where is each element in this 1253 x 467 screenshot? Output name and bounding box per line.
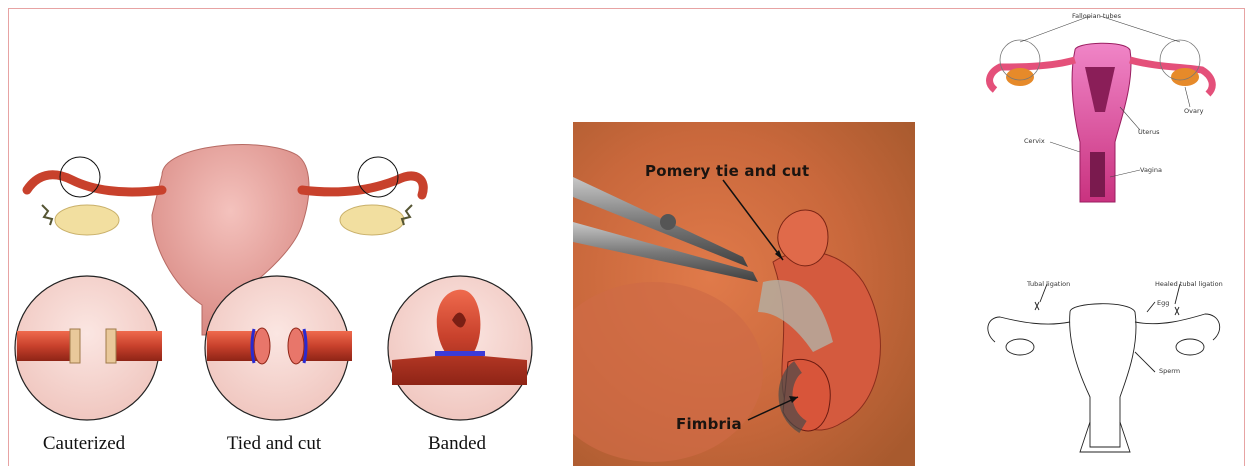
- label-fallopian-tubes: Fallopian tubes: [1072, 12, 1121, 20]
- tubal-ligation-line-diagram: Tubal ligation Healed tubal ligation Egg…: [975, 272, 1245, 462]
- tied-and-cut-detail: [205, 276, 352, 420]
- label-ovary: Ovary: [1184, 107, 1203, 115]
- ligation-methods-diagram: Cauterized Tied and cut Banded: [12, 135, 542, 461]
- label-pomery-tie-and-cut: Pomery tie and cut: [645, 162, 809, 180]
- label-sperm: Sperm: [1159, 367, 1180, 375]
- caption-tied-and-cut: Tied and cut: [194, 433, 354, 455]
- label-vagina: Vagina: [1140, 166, 1162, 174]
- label-fimbria: Fimbria: [676, 415, 742, 433]
- caption-banded: Banded: [377, 433, 537, 455]
- uterus-line-illustration: [975, 272, 1245, 462]
- cauterized-detail: [15, 276, 162, 420]
- banded-detail: [388, 276, 532, 420]
- uterus-illustration: [12, 135, 542, 461]
- female-anatomy-color-diagram: Fallopian tubes Ovary Uterus Cervix Vagi…: [980, 12, 1220, 212]
- label-tubal-ligation: Tubal ligation: [1027, 280, 1070, 288]
- label-egg: Egg: [1157, 299, 1169, 307]
- caption-cauterized: Cauterized: [4, 433, 164, 455]
- label-uterus: Uterus: [1138, 128, 1159, 136]
- label-cervix: Cervix: [1024, 137, 1045, 145]
- pomeroy-procedure-image: Pomery tie and cut Fimbria: [573, 122, 915, 466]
- label-healed-tubal-ligation: Healed tubal ligation: [1155, 280, 1223, 288]
